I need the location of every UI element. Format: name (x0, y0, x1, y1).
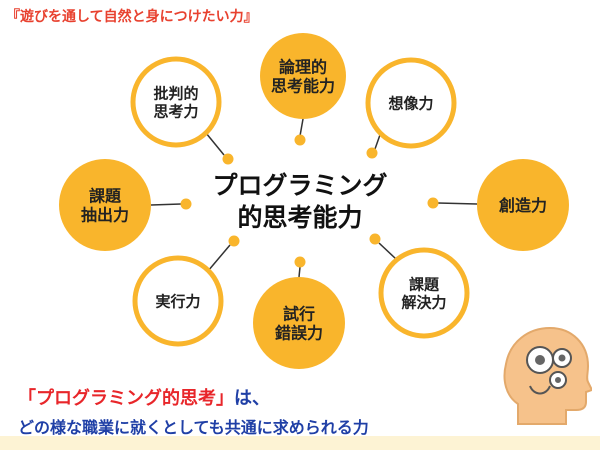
node-label-trial-error-2: 錯誤力 (275, 323, 323, 342)
node-label-critical-2: 思考力 (153, 102, 198, 120)
connector-problem-solving (378, 242, 397, 260)
node-circle-logical (260, 33, 346, 119)
center-label-line1: プログラミング (212, 171, 387, 200)
connector-problem-extraction (150, 203, 182, 206)
node-label-critical-1: 批判的 (153, 84, 198, 102)
node-label-logical-2: 思考能力 (271, 76, 335, 95)
node-label-problem-solving-2: 解決力 (401, 293, 446, 311)
node-label-trial-error-1: 試行 (283, 304, 315, 323)
node-circle-creativity (477, 159, 569, 251)
footer-headline-emphasis: 「プログラミング的思考」 (18, 388, 234, 409)
footer-headline: 「プログラミング的思考」は、 (18, 384, 270, 410)
connector-logical (299, 118, 304, 137)
connector-dot-logical (294, 134, 306, 146)
node-label-problem-extraction-1: 課題 (89, 186, 122, 205)
node-circle-problem-extraction (59, 159, 151, 251)
node-execution: 実行力 (132, 255, 224, 347)
node-label-problem-extraction-2: 抽出力 (81, 205, 129, 224)
connector-dot-creativity (427, 197, 439, 209)
footer-subline: どの様な職業に就くとしても共通に求められる力 (18, 418, 369, 437)
center-label: プログラミング 的思考能力 (212, 171, 387, 232)
connectors (150, 118, 478, 278)
node-creativity: 創造力 (477, 159, 569, 251)
connector-trial-error (298, 266, 301, 278)
node-circle-execution (132, 255, 224, 347)
footer-band (0, 436, 600, 450)
center-label-line2: 的思考能力 (237, 203, 362, 232)
node-label-execution-1: 実行力 (155, 292, 200, 310)
node-circle-trial-error (253, 277, 345, 369)
node-circle-critical (130, 56, 222, 148)
node-imagination: 想像力 (365, 57, 457, 149)
node-circle-problem-solving (378, 247, 470, 339)
connector-dot-execution (228, 235, 240, 247)
connector-creativity (437, 202, 478, 205)
connector-dot-trial-error (294, 256, 306, 268)
footer-headline-suffix: は、 (234, 388, 270, 409)
connector-dot-critical (222, 153, 234, 165)
header-title: 『遊びを通して自然と身につけたい力』 (6, 9, 258, 25)
connector-dot-problem-solving (369, 233, 381, 245)
connector-execution (207, 244, 231, 272)
head-gears-icon (503, 326, 592, 425)
node-label-imagination-1: 想像力 (387, 94, 433, 112)
connector-dot-imagination (366, 147, 378, 159)
node-label-problem-solving-1: 課題 (409, 275, 440, 293)
node-circle-imagination (365, 57, 457, 149)
node-label-logical-1: 論理的 (279, 57, 327, 76)
node-label-creativity-1: 創造力 (498, 196, 547, 215)
connector-dot-problem-extraction (180, 198, 192, 210)
connector-critical (205, 132, 225, 156)
